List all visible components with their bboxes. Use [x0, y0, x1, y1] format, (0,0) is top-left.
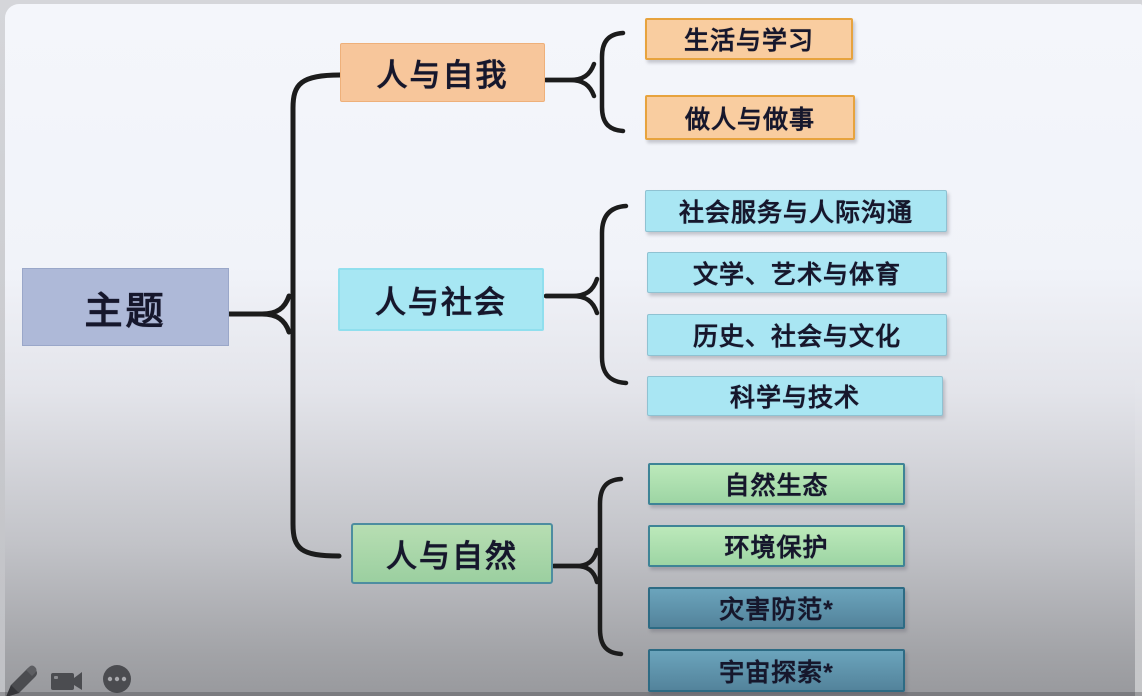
node-branch-people-and-nature: 人与自然	[351, 523, 553, 584]
pencil-icon[interactable]	[2, 660, 42, 696]
node-child-natural-ecology: 自然生态	[648, 463, 905, 505]
video-camera-icon[interactable]	[50, 668, 86, 696]
slide-background	[5, 4, 1142, 696]
node-child-space-exploration: 宇宙探索*	[648, 649, 905, 692]
node-child-conduct-and-deeds: 做人与做事	[645, 95, 855, 140]
node-branch-people-and-self: 人与自我	[340, 43, 545, 102]
node-child-science-technology: 科学与技术	[647, 376, 943, 416]
node-child-literature-art-sports: 文学、艺术与体育	[647, 252, 947, 293]
node-child-social-service-communication: 社会服务与人际沟通	[645, 190, 947, 232]
node-child-disaster-prevention: 灾害防范*	[648, 587, 905, 629]
node-child-life-and-learning: 生活与学习	[645, 18, 853, 60]
node-child-history-society-culture: 历史、社会与文化	[647, 314, 947, 356]
node-child-environmental-protection: 环境保护	[648, 525, 905, 567]
node-root-theme: 主题	[22, 268, 229, 346]
more-options-icon[interactable]	[100, 662, 134, 696]
node-branch-people-and-society: 人与社会	[338, 268, 544, 331]
